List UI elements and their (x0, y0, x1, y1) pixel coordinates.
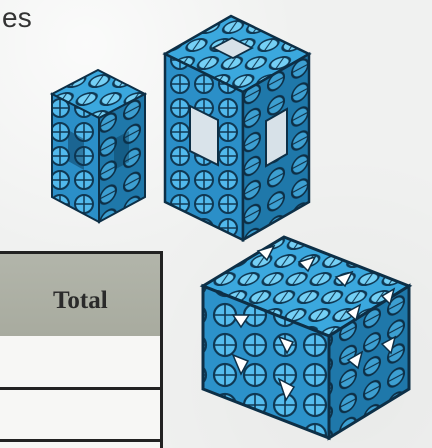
large-sponge-cube (203, 237, 409, 438)
table-row (0, 390, 163, 442)
table-row (0, 336, 163, 390)
total-column-header: Total (53, 287, 108, 315)
small-sponge-cube (52, 70, 145, 222)
table-row (0, 442, 163, 448)
medium-sponge-cube (165, 16, 309, 240)
data-table: Total (0, 251, 163, 448)
table-header: Total (0, 251, 163, 336)
